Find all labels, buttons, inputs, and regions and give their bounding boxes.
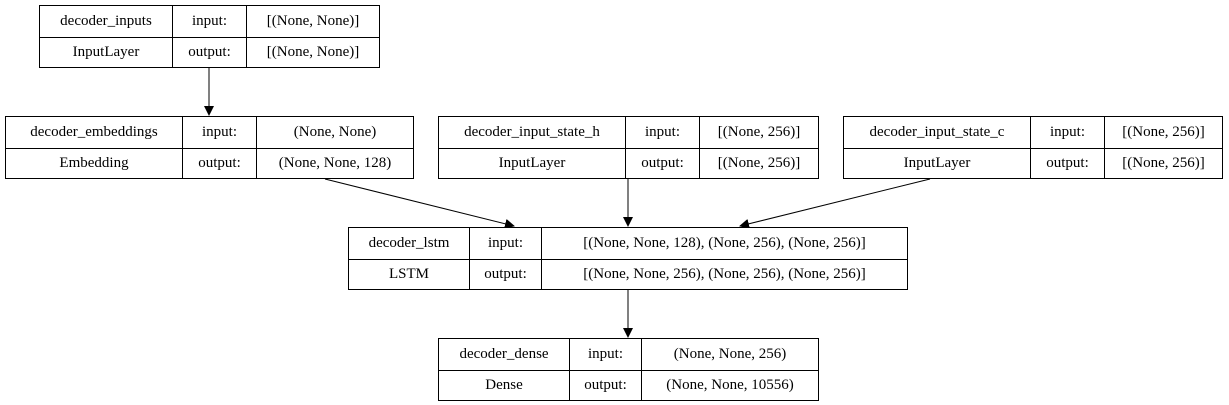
output-shape: [(None, 256)] [1104, 147, 1222, 178]
node-name: decoder_inputs [60, 12, 152, 29]
layer-type: InputLayer [40, 36, 172, 68]
output-label: output: [172, 36, 246, 67]
node-decoder-input-state-h: decoder_input_state_h input: [(None, 256… [438, 116, 819, 179]
input-label: input: [182, 117, 256, 148]
input-shape: [(None, None)] [246, 6, 379, 37]
node-name: decoder_dense [459, 345, 549, 362]
output-label: output: [625, 147, 699, 178]
layer-type: Dense [439, 369, 569, 401]
input-shape: [(None, 256)] [699, 117, 818, 148]
node-decoder-embeddings: decoder_embeddings input: (None, None) E… [5, 116, 414, 179]
input-label: input: [625, 117, 699, 148]
input-label: input: [569, 339, 641, 370]
node-decoder-dense: decoder_dense input: (None, None, 256) D… [438, 338, 819, 401]
layer-type: InputLayer [439, 147, 625, 179]
node-name: decoder_input_state_c [869, 123, 1005, 140]
output-shape: [(None, None, 256), (None, 256), (None, … [541, 258, 907, 289]
output-label: output: [182, 147, 256, 178]
layer-type: Embedding [6, 147, 182, 179]
input-shape: (None, None, 256) [641, 339, 818, 370]
input-shape: (None, None) [256, 117, 413, 148]
input-label: input: [1030, 117, 1104, 148]
input-shape: [(None, 256)] [1104, 117, 1222, 148]
node-name: decoder_embeddings [30, 123, 158, 140]
output-shape: (None, None, 128) [256, 147, 413, 178]
output-shape: [(None, None)] [246, 36, 379, 67]
output-label: output: [469, 258, 541, 289]
input-shape: [(None, None, 128), (None, 256), (None, … [541, 228, 907, 259]
node-decoder-input-state-c: decoder_input_state_c input: [(None, 256… [843, 116, 1223, 179]
edge-embeddings-to-lstm [324, 178, 515, 229]
layer-type: LSTM [349, 258, 469, 290]
node-name: decoder_lstm [368, 234, 450, 251]
node-decoder-lstm: decoder_lstm input: [(None, None, 128), … [348, 227, 908, 290]
layer-type: InputLayer [844, 147, 1030, 179]
output-label: output: [569, 369, 641, 400]
output-label: output: [1030, 147, 1104, 178]
node-decoder-inputs: decoder_inputs input: [(None, None)] Inp… [39, 5, 380, 68]
edge-state-c-to-lstm [739, 178, 931, 229]
output-shape: (None, None, 10556) [641, 369, 818, 400]
output-shape: [(None, 256)] [699, 147, 818, 178]
input-label: input: [172, 6, 246, 37]
node-name: decoder_input_state_h [464, 123, 600, 140]
input-label: input: [469, 228, 541, 259]
